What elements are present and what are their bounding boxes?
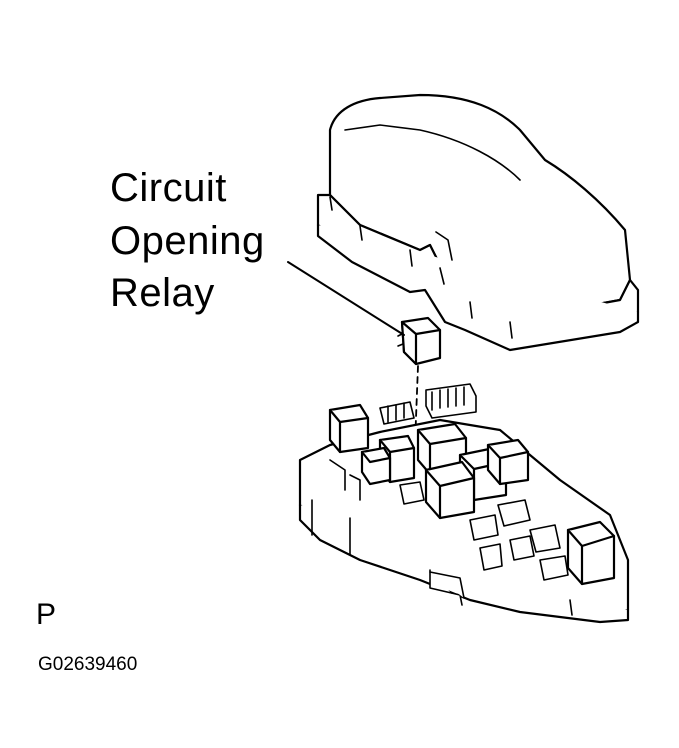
- relay-block: [298, 383, 630, 624]
- installation-guide-line: [413, 365, 419, 471]
- relay-module: [566, 520, 616, 586]
- relay-box-cover: [316, 93, 640, 352]
- callout-leader-line: [287, 261, 405, 336]
- connector-details: [329, 459, 569, 581]
- callout-label-line-2: Opening: [110, 219, 265, 263]
- circuit-opening-relay: [397, 316, 442, 366]
- relay-module: [424, 460, 476, 520]
- relay-module: [486, 438, 530, 486]
- relay-module: [328, 403, 370, 454]
- fuse-row: [379, 383, 477, 425]
- callout-label-line-1: Circuit: [110, 166, 227, 210]
- view-marker: P: [36, 598, 57, 631]
- relay-module: [360, 446, 392, 486]
- callout-label-line-3: Relay: [110, 271, 215, 315]
- figure-id: G02639460: [38, 654, 138, 675]
